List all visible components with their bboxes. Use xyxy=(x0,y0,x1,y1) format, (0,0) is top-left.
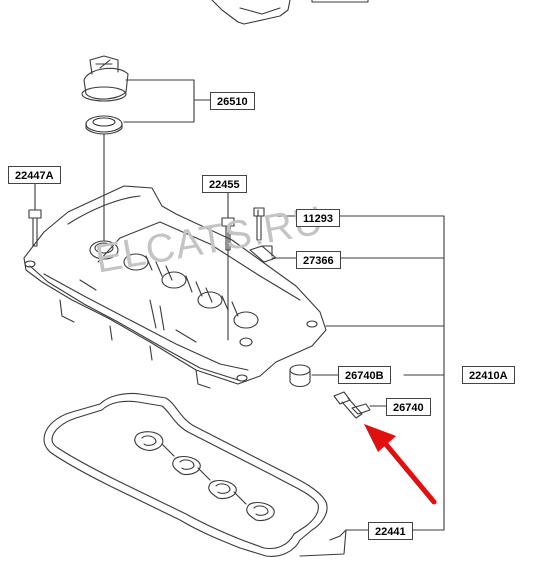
part-label-11293[interactable]: 11293 xyxy=(296,209,340,227)
bolt-22447A xyxy=(28,209,42,247)
part-label-27366[interactable]: 27366 xyxy=(296,251,341,269)
part-label-22410A[interactable]: 22410A xyxy=(462,366,515,384)
part-label-26740[interactable]: 26740 xyxy=(386,398,431,416)
part-label-22441[interactable]: 22441 xyxy=(368,522,413,540)
red-pointer-arrow xyxy=(364,424,437,505)
oil-filler-cap xyxy=(81,55,129,102)
part-label-22447A[interactable]: 22447A xyxy=(8,166,61,184)
cap-gasket xyxy=(85,115,123,135)
bracket-27366 xyxy=(249,245,277,263)
cover-gasket-22441 xyxy=(43,392,328,557)
part-label-26740B[interactable]: 26740B xyxy=(338,366,391,384)
cylinder-head-cover xyxy=(23,185,327,389)
part-label-22455[interactable]: 22455 xyxy=(202,175,247,193)
leader-lines xyxy=(34,79,445,557)
grommet-26740B xyxy=(289,364,311,388)
bolt-22455 xyxy=(221,217,235,251)
pcv-valve-26740 xyxy=(333,391,371,419)
bolt-11293 xyxy=(253,207,265,241)
part-label-26510[interactable]: 26510 xyxy=(210,92,255,110)
top-partial-part xyxy=(211,0,369,25)
